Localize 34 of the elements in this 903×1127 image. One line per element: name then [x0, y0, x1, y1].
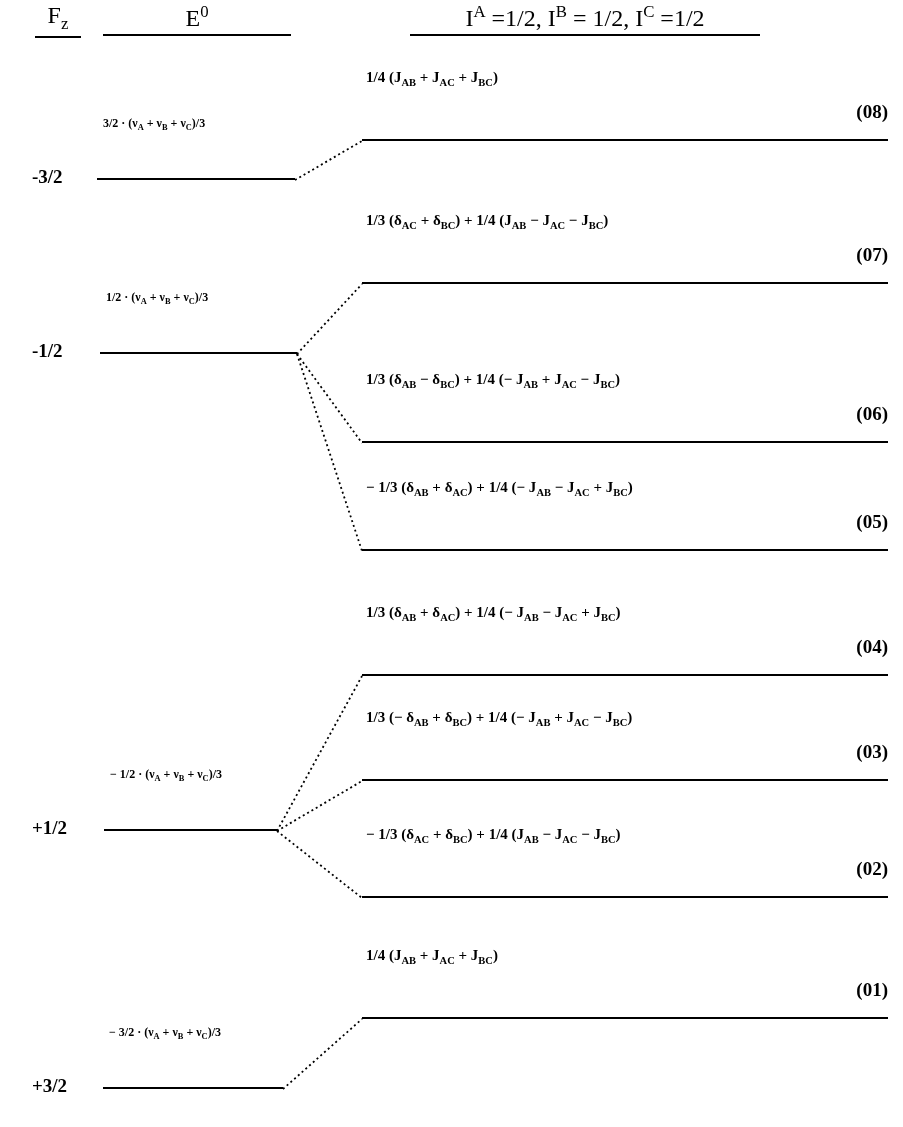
level-number: (08) [856, 101, 888, 123]
column-header: F$_{z}$ [35, 2, 81, 38]
energy-formula: 1/4 (J$_{AB}$ + J$_{AC}$ + J$_{BC}$) [366, 69, 498, 88]
energy-formula: 1/2 · (ν$_{A}$ + ν$_{B}$ + ν$_{C}$)/3 [106, 290, 209, 307]
level-number: (05) [856, 511, 888, 533]
fz-value: +3/2 [32, 1075, 68, 1097]
energy-formula: 1/3 (δ$_{AB}$ + δ$_{AC}$) + 1/4 (− J$_{AB}$ − J$_{AC}$ + J$_{BC}$) [366, 604, 621, 623]
dotted-connector [296, 283, 363, 355]
level-number: (06) [856, 403, 888, 425]
fz-value: +1/2 [32, 817, 68, 839]
energy-formula: 1/3 (δ$_{AB}$ − δ$_{BC}$) + 1/4 (− J$_{AB}$ + J$_{AC}$ − J$_{BC}$) [366, 371, 620, 390]
energy-formula: 1/3 (δ$_{AC}$ + δ$_{BC}$) + 1/4 (J$_{AB}$ − J$_{AC}$ − J$_{BC}$) [366, 212, 609, 231]
fz-value: -1/2 [32, 340, 63, 362]
dotted-connector [276, 780, 363, 832]
dotted-connector [276, 675, 363, 832]
dotted-connector [296, 353, 363, 552]
level-number: (02) [856, 858, 888, 880]
level-number: (01) [856, 979, 888, 1001]
level-number: (07) [856, 244, 888, 266]
dotted-connector [282, 1018, 363, 1090]
dotted-connector [276, 830, 363, 899]
energy-formula: 1/3 (− δ$_{AB}$ + δ$_{BC}$) + 1/4 (− J$_{AB}$ + J$_{AC}$ − J$_{BC}$) [366, 709, 633, 728]
energy-formula: 3/2 · (ν$_{A}$ + ν$_{B}$ + ν$_{C}$)/3 [103, 116, 206, 133]
energy-formula: − 1/2 · (ν$_{A}$ + ν$_{B}$ + ν$_{C}$)/3 [110, 767, 222, 784]
column-header: E$^{0}$ [103, 2, 291, 36]
energy-formula: 1/4 (J$_{AB}$ + J$_{AC}$ + J$_{BC}$) [366, 947, 498, 966]
energy-formula: − 1/3 (δ$_{AB}$ + δ$_{AC}$) + 1/4 (− J$_{AB}$ − J$_{AC}$ + J$_{BC}$) [366, 479, 633, 498]
dotted-connector [294, 140, 363, 181]
energy-formula: − 1/3 (δ$_{AC}$ + δ$_{BC}$) + 1/4 (J$_{AB}$ − J$_{AC}$ − J$_{BC}$) [366, 826, 621, 845]
column-header: I$^{A}$ =1/2, I$^{B}$ = 1/2, I$^{C}$ =1/2 [410, 2, 760, 36]
fz-value: -3/2 [32, 166, 63, 188]
energy-formula: − 3/2 · (ν$_{A}$ + ν$_{B}$ + ν$_{C}$)/3 [109, 1025, 221, 1042]
level-number: (03) [856, 741, 888, 763]
level-number: (04) [856, 636, 888, 658]
